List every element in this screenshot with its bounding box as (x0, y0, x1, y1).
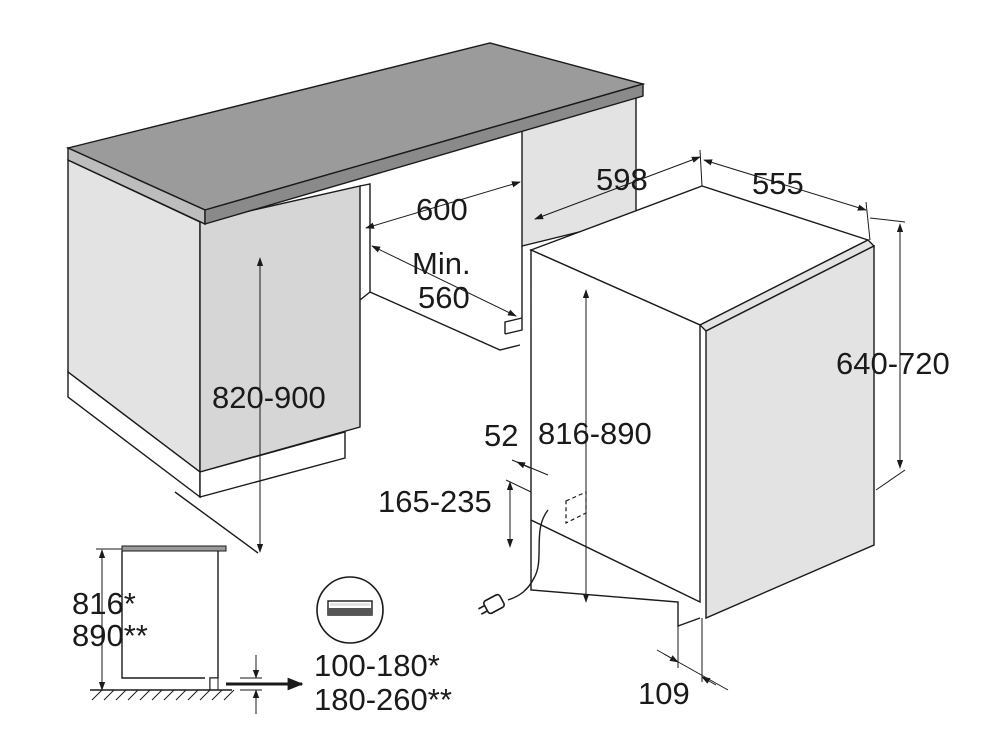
label-niche-width: 600 (416, 192, 468, 227)
label-plinth-single: 100-180* (314, 648, 440, 683)
label-appliance-height: 816-890 (538, 416, 652, 451)
label-door-height: 640-720 (836, 346, 950, 381)
label-worktop-height: 820-900 (212, 380, 326, 415)
dishwasher-door (705, 244, 875, 620)
label-min: Min. (412, 246, 471, 281)
left-cabinet-plinth-front (199, 431, 346, 498)
worktop-right-edge (204, 83, 644, 225)
power-plug-icon (478, 593, 505, 615)
label-min-depth: 560 (418, 280, 470, 315)
dimension-labels: 600 Min. 560 820-900 598 555 640-720 816… (72, 162, 950, 717)
label-appliance-width: 598 (596, 162, 648, 197)
power-cable (507, 509, 549, 601)
label-appliance-depth: 555 (752, 166, 804, 201)
left-cabinet-front (199, 185, 361, 473)
floor-hatch-icon (91, 689, 235, 701)
inset-worktop (121, 545, 227, 552)
label-plinth-double: 180-260** (314, 682, 452, 717)
dimension-lines (256, 149, 906, 691)
label-connection-height: 165-235 (378, 484, 492, 519)
appliance-badge-icon (316, 576, 384, 644)
label-height-double: 890** (72, 618, 148, 653)
label-plinth-setback: 109 (638, 676, 690, 711)
dishwasher (478, 185, 876, 627)
dishwasher-side (530, 248, 701, 604)
label-height-single: 816* (72, 586, 136, 621)
label-connection-offset: 52 (484, 418, 518, 453)
side-profile-inset (90, 545, 384, 714)
